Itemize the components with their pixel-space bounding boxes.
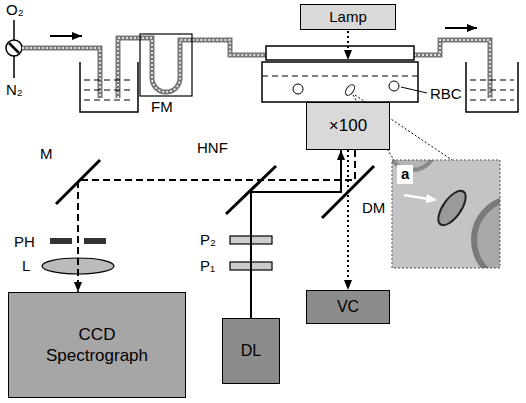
lamp-box: Lamp	[300, 4, 396, 30]
flow-arrow	[445, 27, 477, 29]
leader-line	[401, 87, 427, 93]
laser-box: DL	[222, 318, 280, 384]
chamber-lid	[266, 46, 414, 60]
objective-box: ×100	[306, 102, 390, 150]
part-label: HNF	[197, 140, 228, 157]
inset-border	[392, 160, 500, 268]
valve-symbol	[9, 43, 19, 53]
cell-symbol	[344, 83, 357, 97]
micrograph-inset	[392, 160, 500, 268]
cell-symbol	[389, 81, 399, 91]
gas-label: N₂	[6, 82, 23, 99]
sample-chamber	[262, 62, 418, 102]
part-label: FM	[151, 99, 173, 116]
part-label: DM	[362, 200, 385, 217]
chamber-liquid	[262, 76, 418, 77]
part-label: RBC	[430, 86, 462, 103]
box-text: DL	[241, 341, 261, 361]
part-label: L	[22, 258, 30, 275]
gas-line	[13, 56, 15, 78]
gas-label: O₂	[6, 2, 24, 19]
beaker	[466, 62, 518, 112]
box-text: ×100	[329, 115, 367, 136]
gas-line	[13, 20, 15, 40]
flow-meter	[140, 34, 192, 96]
video-camera-box: VC	[306, 290, 390, 324]
part-label: P₂	[200, 232, 216, 249]
beaker	[80, 62, 138, 112]
part-label: P₁	[200, 258, 215, 275]
beam-path	[347, 150, 349, 290]
inset-letter: a	[397, 165, 413, 184]
cell-symbol	[293, 84, 303, 94]
box-text: Lamp	[329, 8, 367, 27]
valve-symbol	[6, 40, 22, 56]
part-label: PH	[14, 234, 35, 251]
pinhole-symbol	[84, 238, 106, 244]
box-text: CCD Spectrograph	[40, 324, 155, 367]
illumination-arrow	[347, 31, 349, 60]
box-text: VC	[337, 297, 359, 317]
beam-path	[78, 150, 355, 292]
flow-arrow	[50, 35, 82, 37]
pinhole-symbol	[50, 238, 72, 244]
spectrograph-box: CCD Spectrograph	[8, 292, 186, 398]
part-label: M	[40, 146, 53, 163]
tubing	[22, 38, 490, 98]
